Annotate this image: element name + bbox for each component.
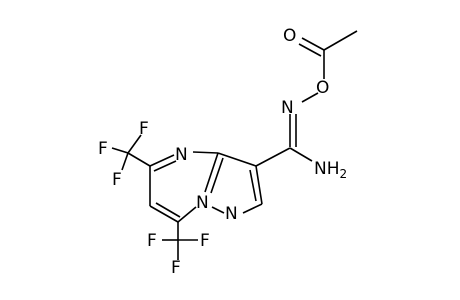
bond-c3-c2-b <box>249 169 257 202</box>
bond-c3-c3a <box>217 152 257 167</box>
bond-n4-c5-b <box>153 160 177 172</box>
bond-carbonyl-double-a <box>301 37 325 51</box>
bond-c5-cf3 <box>127 152 151 167</box>
atom-n-bridgehead: N <box>196 193 209 213</box>
bond-n7a-c3a-b <box>210 157 224 194</box>
bond-methyl-carbonyl <box>323 30 358 51</box>
bond-c2-n1 <box>242 203 263 214</box>
bond-c3a-n4 <box>192 151 219 154</box>
atom-f-top-2: F <box>98 139 108 159</box>
bond-cf3-top-f1 <box>127 134 142 154</box>
bond-c7-n7a <box>177 206 197 223</box>
atom-f-bot-3: F <box>171 258 181 278</box>
atom-f-bot-1: F <box>147 231 157 251</box>
bond-c6-c7-b <box>155 202 181 218</box>
bond-c6-c7-a <box>149 205 179 223</box>
bond-n1-n7a <box>211 206 225 214</box>
bond-ring-amidine <box>255 147 291 167</box>
bond-carbonyl-double-b <box>298 43 322 57</box>
atom-n-pyrazole: N <box>225 204 238 224</box>
atom-n-oxime: N <box>281 98 294 118</box>
atom-n-pyrimidine: N <box>175 145 188 165</box>
bond-cf3-top-f3 <box>121 152 129 171</box>
bond-c3-c2-a <box>255 165 263 205</box>
atom-f-bot-2: F <box>200 231 210 251</box>
atom-f-top-1: F <box>139 119 149 139</box>
bond-amidine-nh2 <box>289 147 313 162</box>
atom-n-amine: NH2 <box>314 159 347 181</box>
bond-n4-c5-a <box>149 154 175 167</box>
bond-n7a-c3a-a <box>204 152 219 193</box>
atom-o-ester: O <box>316 78 329 98</box>
atom-o-carbonyl: O <box>283 26 296 46</box>
bond-ester-o-n <box>301 92 319 103</box>
bond-cf3-top-f2 <box>111 147 129 154</box>
atom-f-top-3: F <box>112 170 122 190</box>
